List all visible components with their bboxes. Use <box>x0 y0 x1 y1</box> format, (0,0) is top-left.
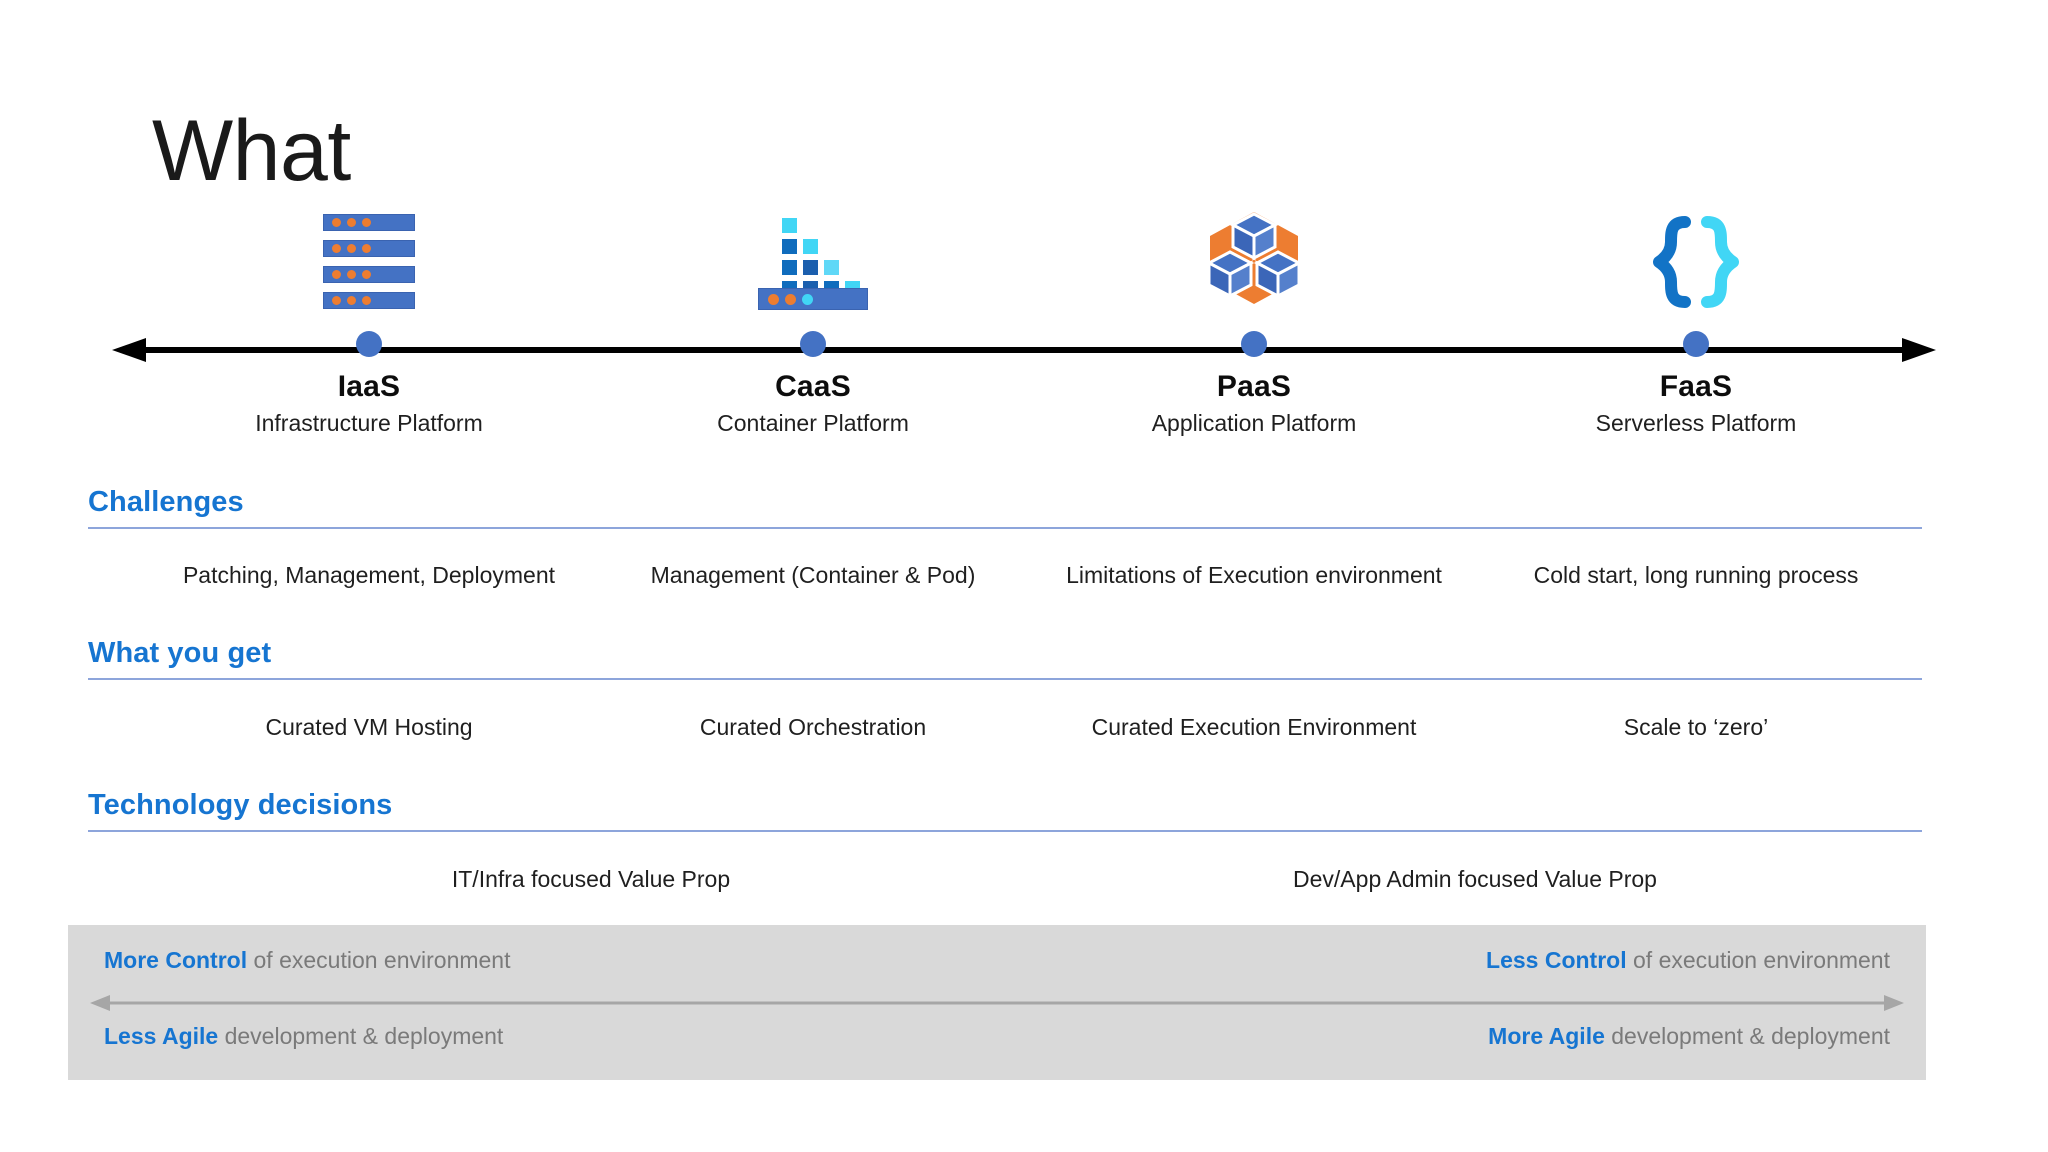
timeline-marker-dot <box>1241 331 1267 357</box>
timeline-stage-faas[interactable]: FaaS Serverless Platform <box>1536 200 1856 440</box>
footer-more-agile-label: More Agile development & deployment <box>1488 1023 1890 1050</box>
timeline-stage-iaas[interactable]: IaaS Infrastructure Platform <box>209 200 529 440</box>
stage-subtitle-paas: Application Platform <box>1151 410 1357 436</box>
footer-less-control-strong: Less Control <box>1486 947 1627 973</box>
section-row-technology-decisions: IT/Infra focused Value Prop Dev/App Admi… <box>0 866 2048 906</box>
footer-less-agile-rest: development & deployment <box>218 1023 504 1049</box>
cell-techdecisions-right: Dev/App Admin focused Value Prop <box>1293 866 1657 892</box>
stage-name-faas: FaaS <box>1659 370 1733 403</box>
stage-name-caas: CaaS <box>775 370 851 403</box>
section-row-what-you-get: Curated VM Hosting Curated Orchestration… <box>0 714 2048 754</box>
timeline-stage-paas[interactable]: PaaS Application Platform <box>1094 200 1414 440</box>
footer-more-control-label: More Control of execution environment <box>104 947 511 974</box>
stage-subtitle-iaas: Infrastructure Platform <box>255 410 483 436</box>
stage-name-paas: PaaS <box>1216 370 1292 403</box>
timeline-stage-caas[interactable]: CaaS Container Platform <box>653 200 973 440</box>
cell-challenges-iaas: Patching, Management, Deployment <box>182 562 556 588</box>
section-heading-technology-decisions: Technology decisions <box>88 789 393 821</box>
page-title: What <box>152 103 351 199</box>
section-rule-what-you-get <box>88 678 1922 680</box>
section-rule-challenges <box>88 527 1922 529</box>
server-stack-icon <box>209 200 529 310</box>
timeline-marker-dot <box>800 331 826 357</box>
timeline-marker-dot <box>356 331 382 357</box>
cell-whatyouget-faas: Scale to ‘zero’ <box>1623 714 1769 740</box>
footer-more-agile-rest: development & deployment <box>1604 1023 1890 1049</box>
footer-less-agile-label: Less Agile development & deployment <box>104 1023 503 1050</box>
hexagon-cubes-icon <box>1094 200 1414 310</box>
section-row-challenges: Patching, Management, Deployment Managem… <box>0 562 2048 602</box>
cell-challenges-paas: Limitations of Execution environment <box>1066 562 1442 588</box>
section-rule-technology-decisions <box>88 830 1922 832</box>
cell-challenges-faas: Cold start, long running process <box>1533 562 1859 588</box>
container-blocks-icon <box>653 200 973 310</box>
stage-subtitle-caas: Container Platform <box>717 410 909 436</box>
curly-braces-icon <box>1536 200 1856 310</box>
footer-more-control-strong: More Control <box>104 947 248 973</box>
platform-continuum-timeline: IaaS Infrastructure Platform <box>0 200 2048 440</box>
footer-less-control-rest: of execution environment <box>1626 947 1890 973</box>
timeline-marker-dot <box>1683 331 1709 357</box>
section-heading-challenges: Challenges <box>88 486 244 518</box>
section-heading-what-you-get: What you get <box>88 637 272 669</box>
stage-subtitle-faas: Serverless Platform <box>1595 410 1797 436</box>
footer-more-agile-strong: More Agile <box>1488 1023 1605 1049</box>
cell-challenges-caas: Management (Container & Pod) <box>650 562 976 588</box>
cell-whatyouget-iaas: Curated VM Hosting <box>265 714 473 740</box>
cell-whatyouget-caas: Curated Orchestration <box>699 714 927 740</box>
control-agility-footer-band: More Control of execution environment Le… <box>68 925 1926 1080</box>
footer-less-control-label: Less Control of execution environment <box>1486 947 1890 974</box>
footer-more-control-rest: of execution environment <box>247 947 511 973</box>
cell-techdecisions-left: IT/Infra focused Value Prop <box>451 866 731 892</box>
cell-whatyouget-paas: Curated Execution Environment <box>1091 714 1417 740</box>
control-agility-double-arrow <box>90 993 1904 1013</box>
footer-less-agile-strong: Less Agile <box>104 1023 219 1049</box>
timeline-axis-arrow <box>112 338 1936 362</box>
stage-name-iaas: IaaS <box>337 370 401 403</box>
